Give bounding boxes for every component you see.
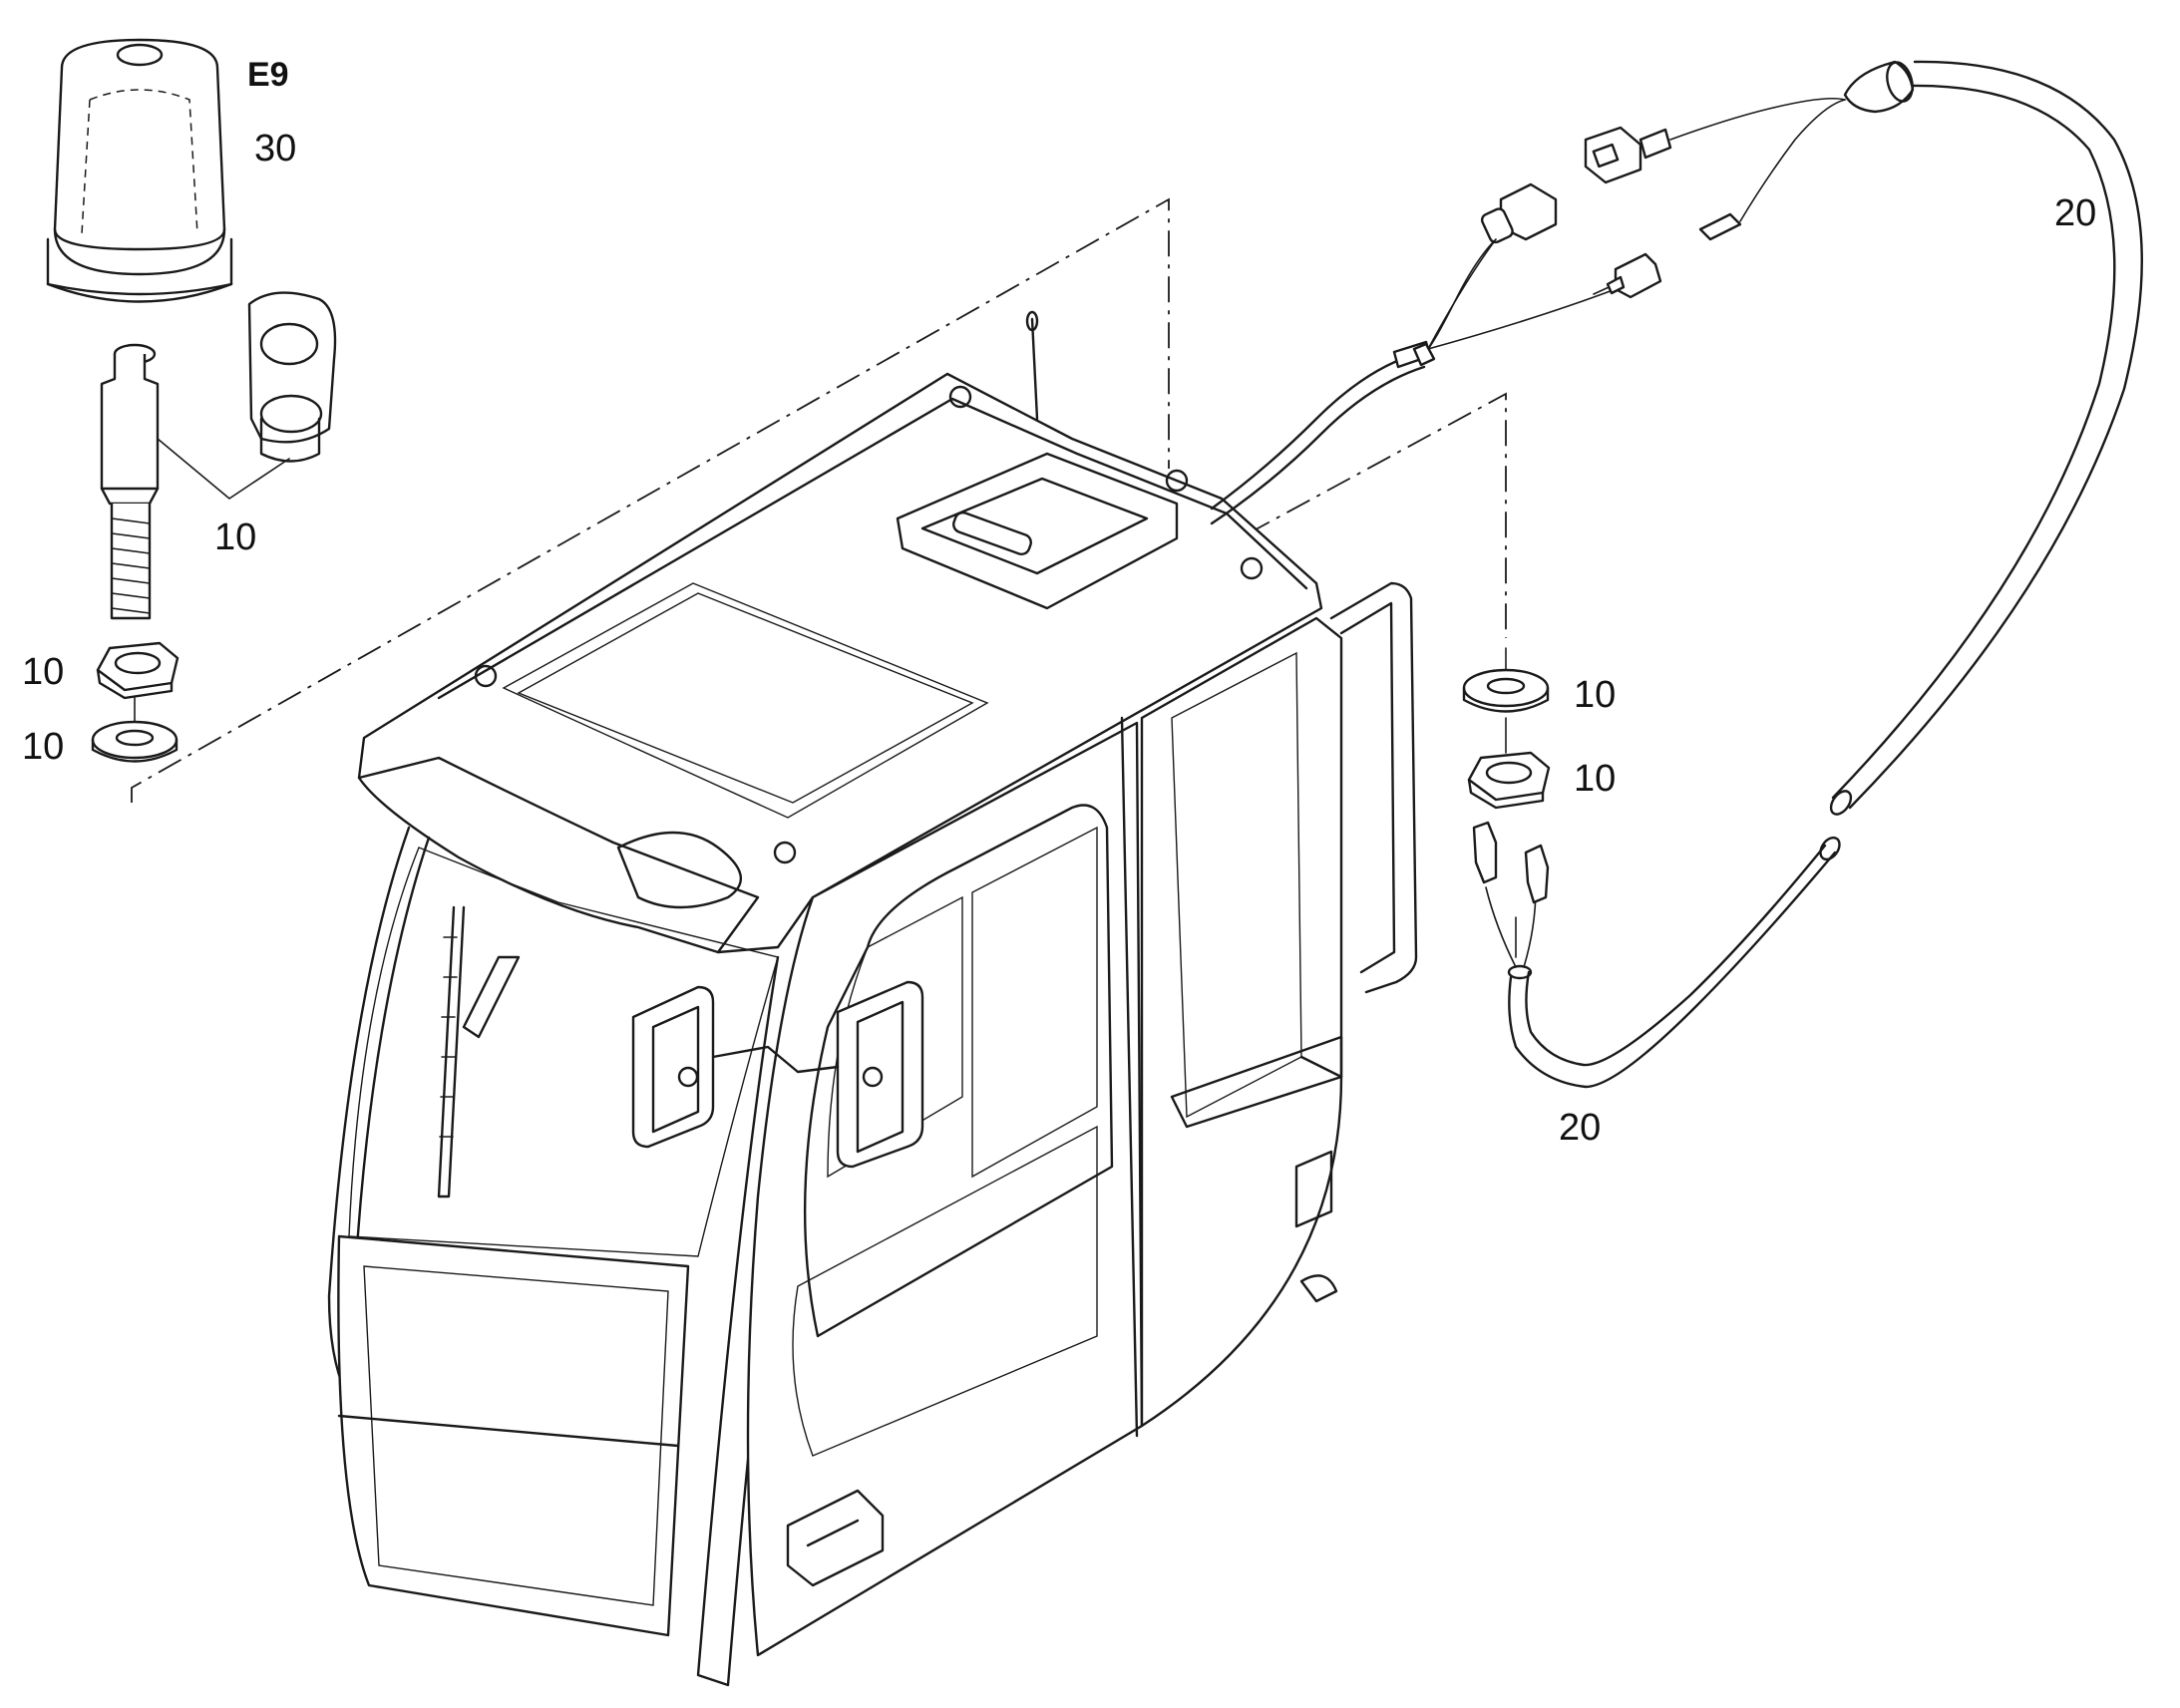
beacon-stand	[100, 343, 290, 620]
rotating-beacon	[46, 38, 233, 303]
washer-left	[91, 720, 179, 763]
callout-nut-left-10: 10	[22, 651, 65, 693]
washer-right	[1462, 668, 1550, 713]
operator-cab	[327, 310, 1418, 1687]
callout-stand-10: 10	[214, 516, 257, 558]
alignment-lines	[131, 197, 1507, 803]
callout-cable-top-20: 20	[2054, 192, 2097, 234]
callout-beacon-30: 30	[254, 128, 297, 170]
cable-harness	[1210, 60, 2143, 1089]
callout-e9: E9	[247, 56, 289, 94]
socket-cap	[247, 291, 337, 463]
callout-washer-right-10: 10	[1574, 674, 1617, 716]
callout-washer-left-10: 10	[22, 726, 65, 768]
nut-right	[1467, 751, 1551, 810]
callout-nut-right-10: 10	[1574, 758, 1617, 800]
callout-cable-bottom-20: 20	[1559, 1107, 1602, 1149]
nut-left	[96, 641, 180, 700]
